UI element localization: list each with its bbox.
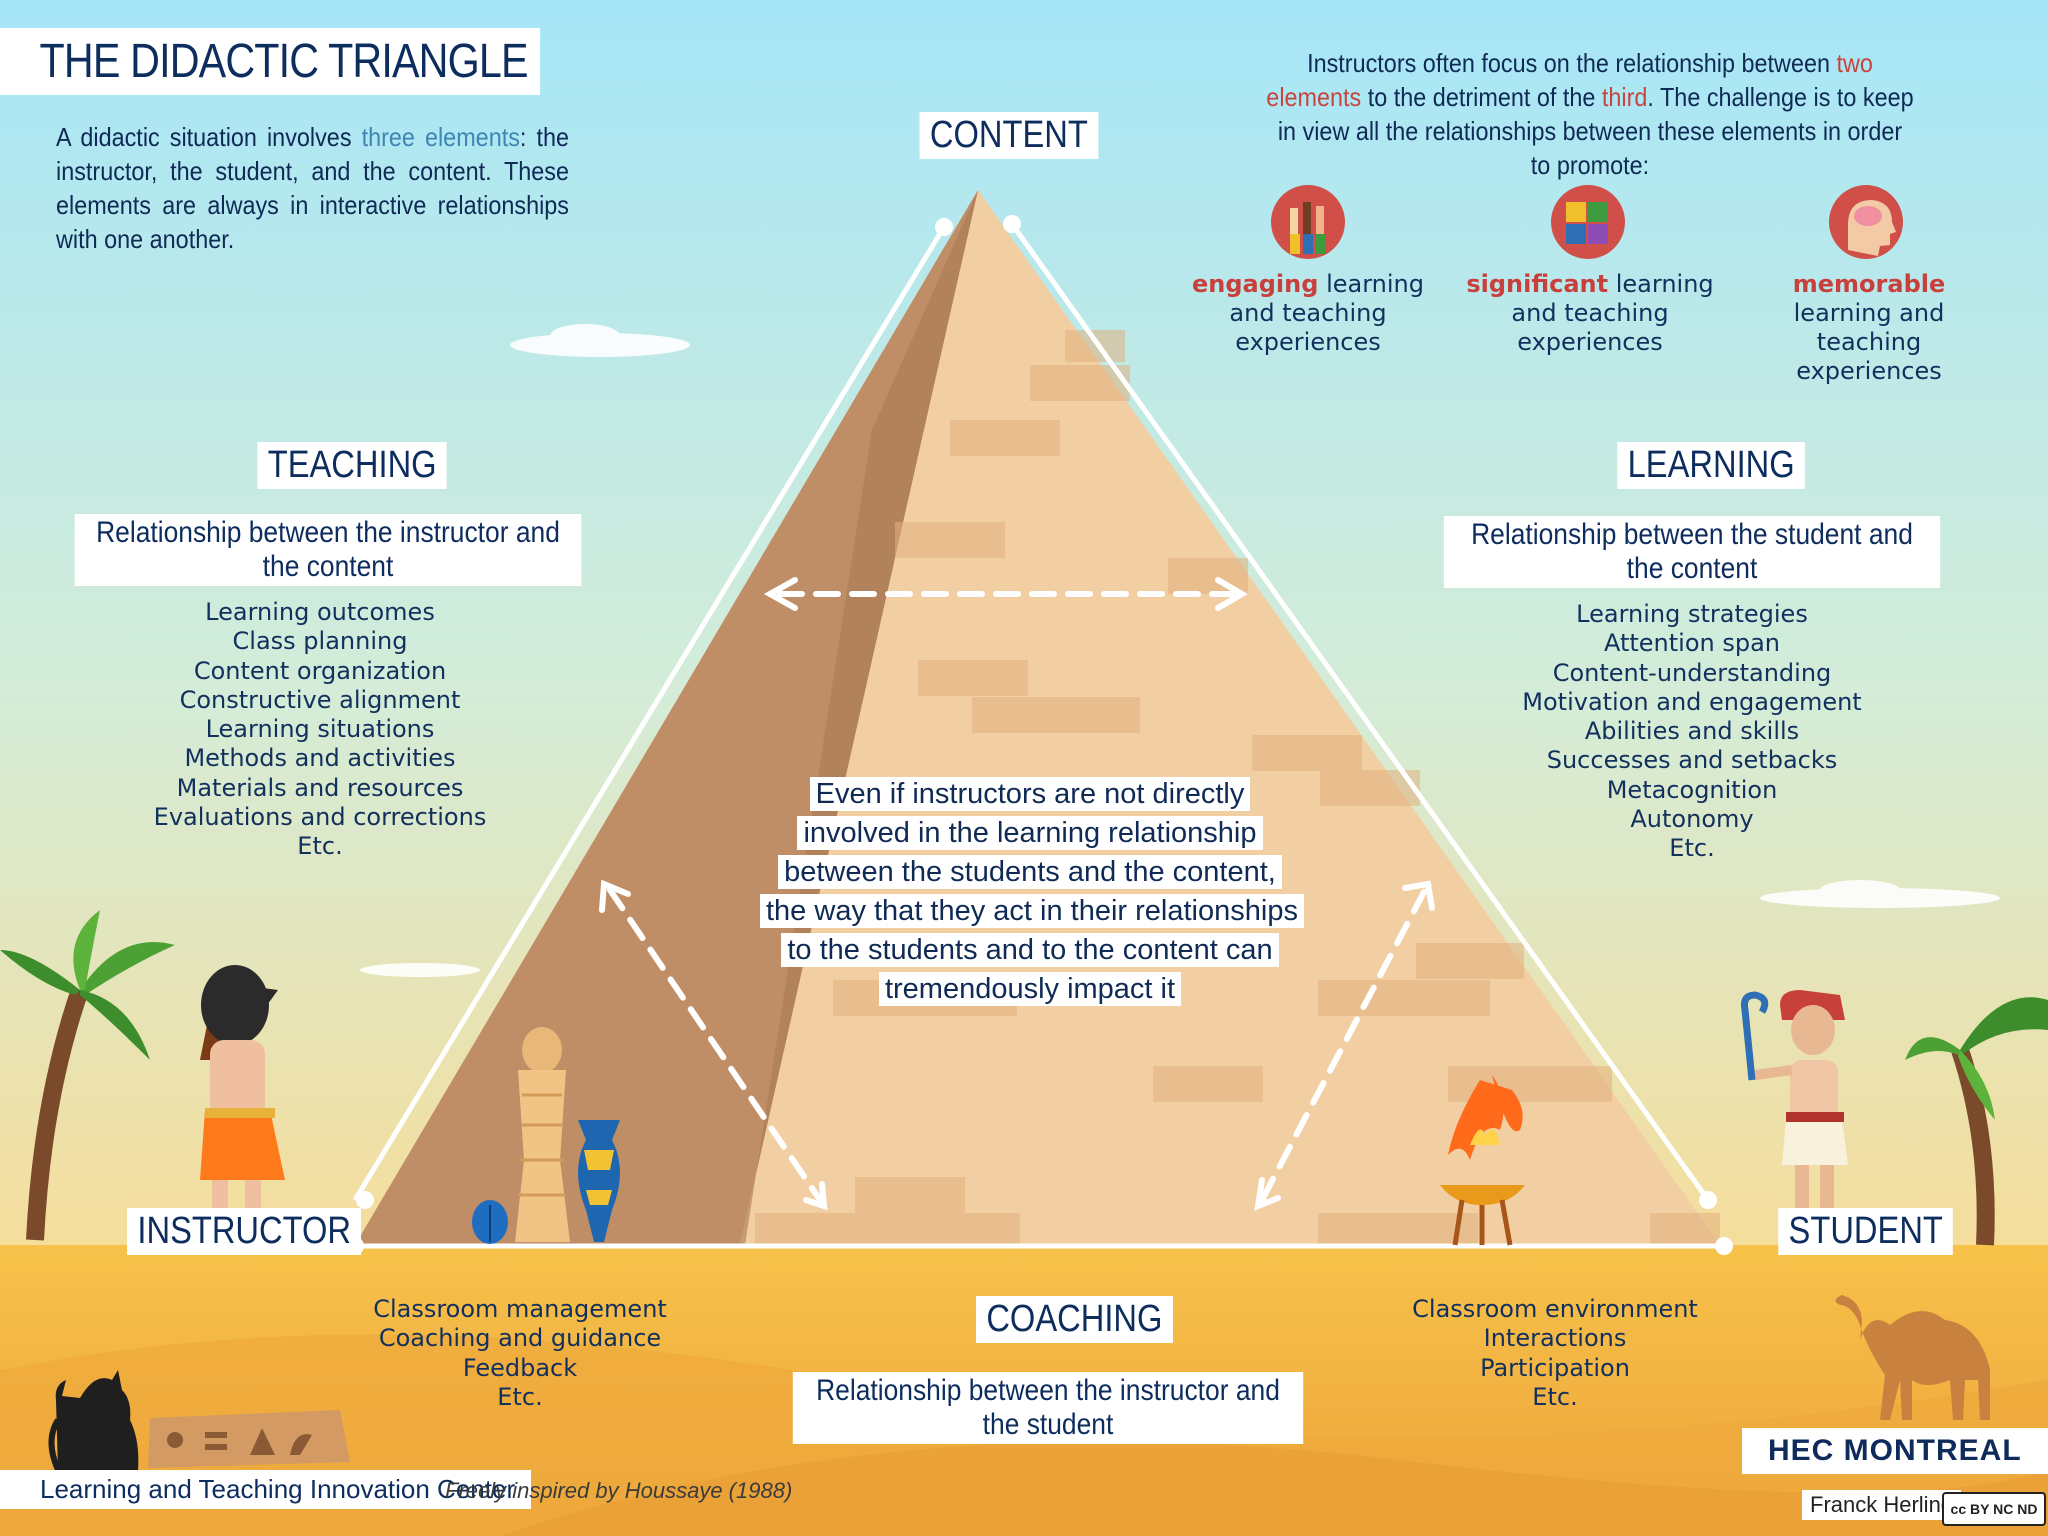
challenge-highlight-2: third: [1601, 82, 1648, 112]
challenge-text: Instructors often focus on the relations…: [1266, 46, 1914, 182]
raised-hands-icon: [1271, 185, 1345, 259]
list-item: Motivation and engagement: [1522, 687, 1862, 716]
list-item: Abilities and skills: [1584, 717, 1800, 746]
list-item: Coaching and guidance: [378, 1324, 662, 1353]
teaching-title: TEACHING: [257, 442, 447, 489]
cloud-icon: [360, 324, 2000, 977]
relationship-arrows: [607, 591, 1427, 1203]
vertex-instructor-label: INSTRUCTOR: [127, 1208, 362, 1255]
list-item: Attention span: [1603, 629, 1781, 658]
challenge-part-3: . The challenge is to keep in view all t…: [1277, 82, 1914, 180]
citation: Freely inspired by Houssaye (1988): [445, 1478, 793, 1503]
promote-rest: learning and teaching experiences: [1229, 270, 1424, 356]
promote-keyword: engaging: [1192, 270, 1319, 298]
intro-suffix: : the instructor, the student, and the c…: [56, 122, 570, 254]
center-name: Learning and Teaching Innovation Center: [0, 1470, 532, 1509]
list-item: Content-understanding: [1552, 658, 1832, 687]
vase-icon: [578, 1120, 620, 1242]
hieroglyph-tablet-icon: [148, 1410, 350, 1468]
list-item: Learning outcomes: [205, 598, 435, 626]
vertex-student-label: STUDENT: [1778, 1208, 1954, 1255]
list-item: Constructive alignment: [179, 685, 461, 714]
teaching-list: Learning outcomes Class planning Content…: [120, 598, 520, 862]
palm-tree-icon: [1905, 997, 2048, 1246]
palm-tree-icon: [0, 910, 175, 1241]
author-name: Franck Herling: [1802, 1490, 1962, 1520]
mummy-sarcophagus-icon: [515, 1027, 570, 1242]
intro-highlight: three elements: [361, 122, 520, 152]
list-item: Etc.: [297, 832, 343, 861]
brain-head-icon: [1829, 185, 1903, 259]
list-item: Content organization: [193, 656, 447, 685]
scarab-icon: [472, 1200, 508, 1244]
list-item: Materials and resources: [176, 773, 464, 802]
teaching-subtitle: Relationship between the instructor and …: [74, 514, 582, 586]
list-item: Interactions: [1483, 1324, 1627, 1353]
intro-prefix: A didactic situation involves: [56, 122, 362, 152]
list-item: Classroom environment: [1412, 1295, 1698, 1323]
challenge-highlight-1: two elements: [1266, 48, 1873, 112]
promote-rest: learning and teaching experiences: [1511, 270, 1714, 356]
camel-icon: [1835, 1295, 1990, 1420]
coaching-subtitle: Relationship between the instructor and …: [792, 1372, 1304, 1444]
vertex-dots: [346, 215, 1733, 1255]
promote-rest: learning and teaching experiences: [1793, 299, 1945, 385]
list-item: Methods and activities: [184, 744, 456, 773]
list-item: Metacognition: [1606, 775, 1778, 804]
center-note-text: Even if instructors are not directly inv…: [760, 777, 1304, 1006]
list-item: Learning strategies: [1576, 600, 1808, 628]
list-item: Participation: [1480, 1353, 1630, 1382]
list-item: Etc.: [1532, 1382, 1578, 1411]
coaching-title: COACHING: [976, 1296, 1173, 1343]
pharaoh-student-figure-icon: [1741, 990, 1848, 1240]
promote-keyword: significant: [1466, 270, 1609, 298]
coaching-student-list: Classroom environment Interactions Parti…: [1355, 1295, 1755, 1412]
list-item: Etc.: [497, 1382, 543, 1411]
promote-significant: significant learning and teaching experi…: [1465, 270, 1715, 357]
cat-statue-icon: [48, 1370, 139, 1472]
promote-keyword: memorable: [1792, 270, 1946, 298]
learning-subtitle: Relationship between the student and the…: [1443, 516, 1941, 588]
list-item: Learning situations: [205, 715, 435, 744]
promote-memorable: memorable learning and teaching experien…: [1744, 270, 1994, 386]
list-item: Etc.: [1669, 834, 1715, 863]
pyramid: [346, 190, 1733, 1255]
arrow-heads: [599, 577, 1435, 1211]
learning-list: Learning strategies Attention span Conte…: [1492, 600, 1892, 864]
page-title: THE DIDACTIC TRIANGLE: [0, 28, 540, 95]
list-item: Successes and setbacks: [1546, 746, 1838, 775]
coaching-instructor-list: Classroom management Coaching and guidan…: [320, 1295, 720, 1412]
challenge-part-2: to the detriment of the: [1361, 82, 1602, 112]
list-item: Evaluations and corrections: [153, 803, 487, 832]
center-note: Even if instructors are not directly inv…: [760, 775, 1304, 1009]
list-item: Autonomy: [1630, 805, 1754, 834]
challenge-part-1: Instructors often focus on the relations…: [1307, 48, 1837, 78]
promote-engaging: engaging learning and teaching experienc…: [1183, 270, 1433, 357]
intro-text: A didactic situation involves three elem…: [56, 120, 569, 256]
vertex-content-label: CONTENT: [919, 112, 1099, 159]
learning-title: LEARNING: [1617, 442, 1806, 489]
fire-brazier-icon: [1440, 1075, 1525, 1246]
hec-logo: HEC MONTREAL: [1742, 1428, 2048, 1474]
list-item: Classroom management: [373, 1295, 667, 1323]
list-item: Class planning: [232, 627, 408, 656]
puzzle-head-icon: [1551, 185, 1625, 259]
list-item: Feedback: [462, 1353, 578, 1382]
license-badge-icon: cc BY NC ND: [1942, 1492, 2046, 1526]
